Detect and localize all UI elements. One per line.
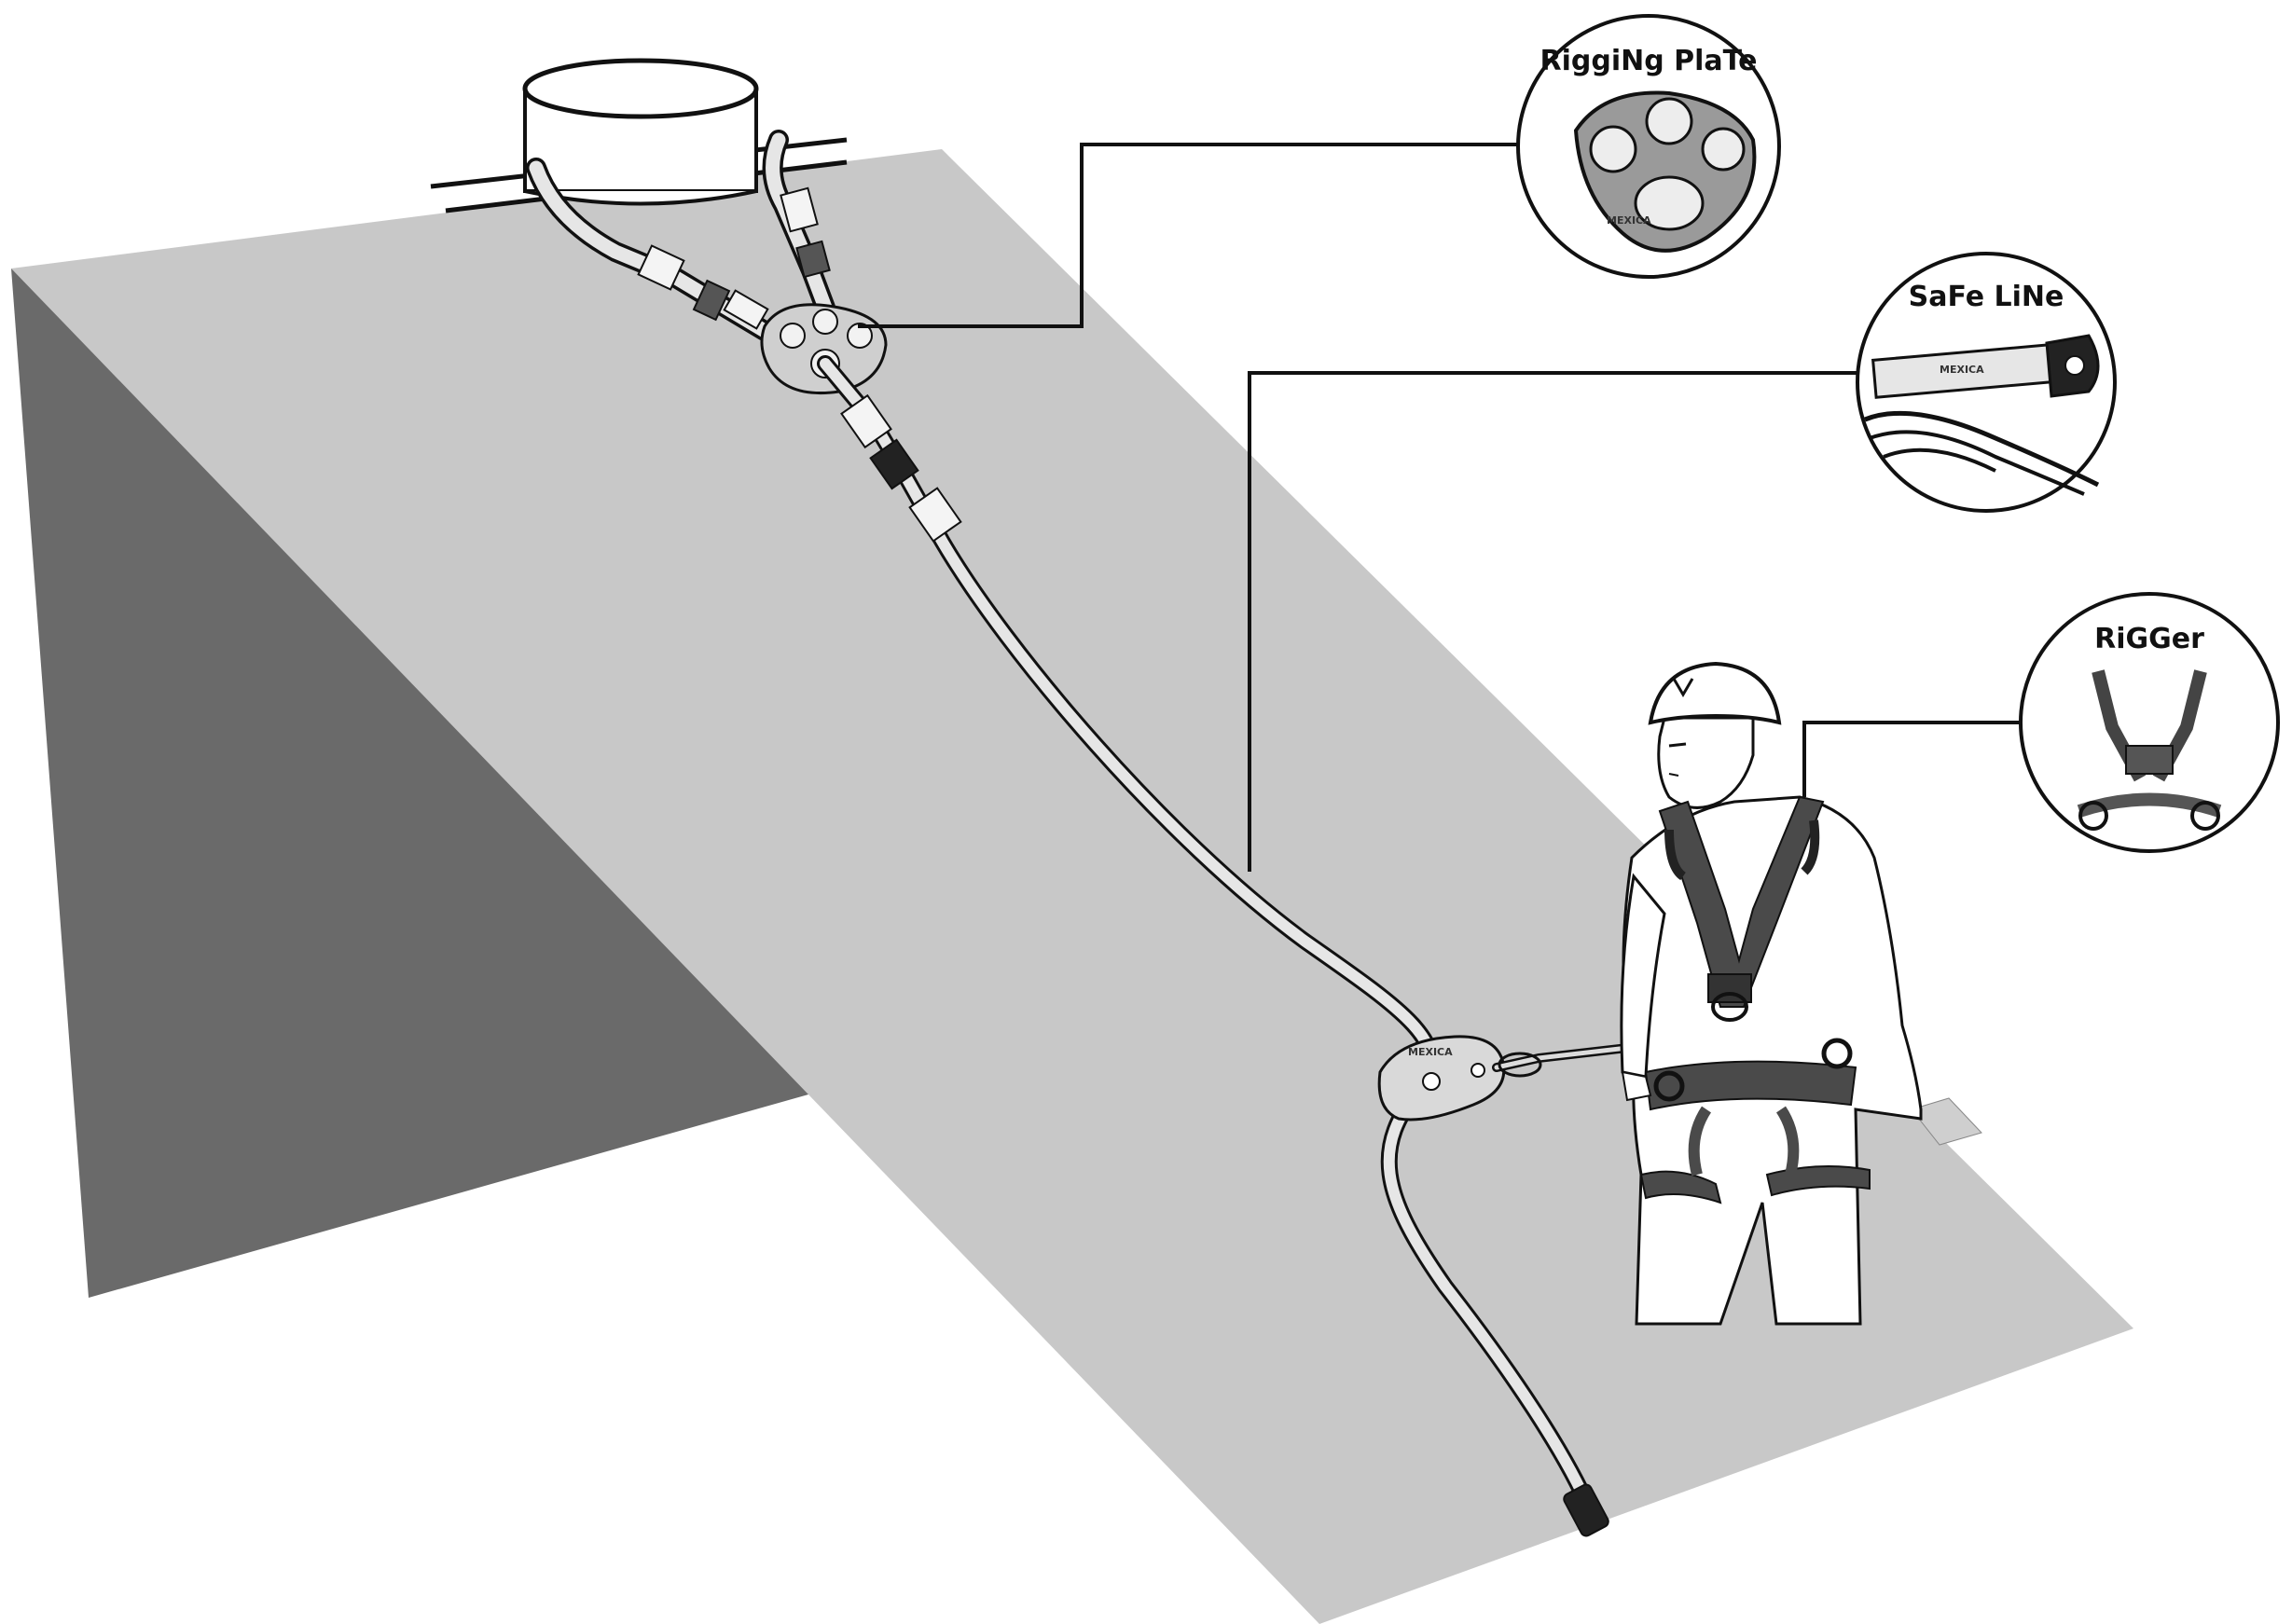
rigging-plate-anchor xyxy=(762,305,886,393)
device-brand-text: MEXICA xyxy=(1408,1046,1453,1058)
callout-label-safe-line: SaFe LiNe xyxy=(1909,281,2064,313)
anchor-post xyxy=(525,61,756,204)
callout-rigging-plate: RiggiNg PlaTe MEXICA xyxy=(1518,16,1779,277)
callout-label-rigging-plate: RiggiNg PlaTe xyxy=(1540,45,1758,77)
callout-rigger: RiGGer xyxy=(2021,594,2278,851)
callout-label-rigger: RiGGer xyxy=(2094,623,2204,655)
rope-tag-brand-text: MEXICA xyxy=(1940,364,1984,376)
plate-brand-text: MEXICA xyxy=(1607,214,1651,227)
callout-safe-line: SaFe LiNe MEXICA xyxy=(1857,254,2115,511)
